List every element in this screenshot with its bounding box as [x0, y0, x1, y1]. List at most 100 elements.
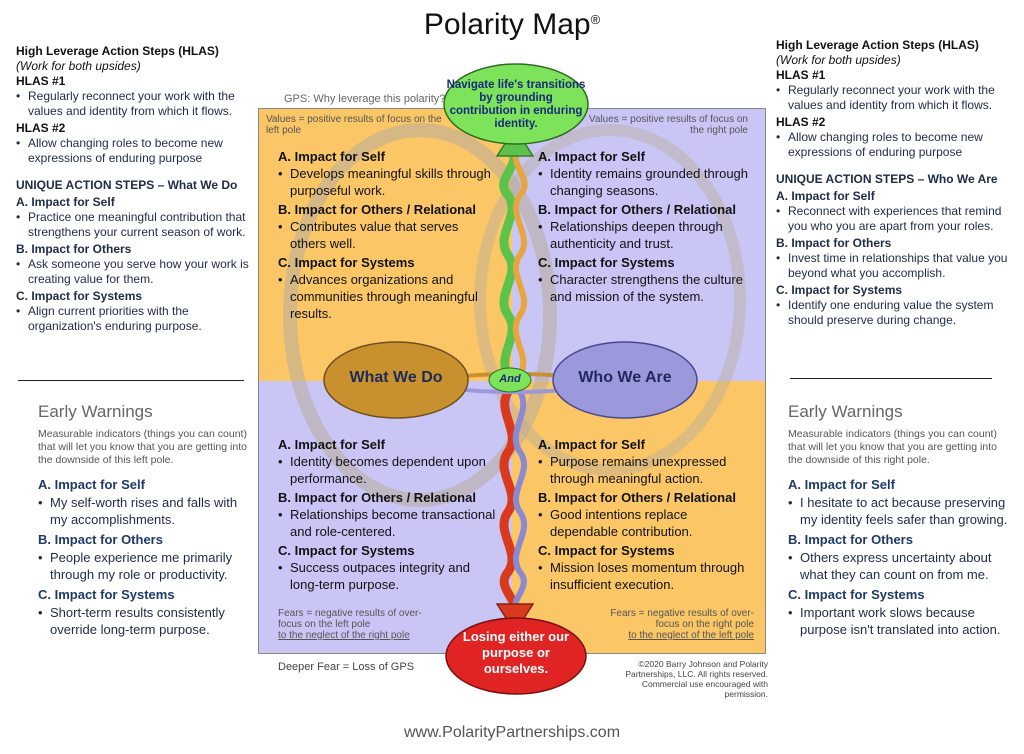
fears-left-neglect: to the neglect of the right pole	[278, 630, 410, 641]
hlas2-item: Allow changing roles to become new expre…	[776, 130, 1016, 160]
br-a-label: A. Impact for Self	[538, 437, 645, 452]
ew-a-label: A. Impact for Self	[38, 477, 145, 492]
early-warnings-title: Early Warnings	[38, 402, 153, 421]
tr-b-item: Relationships deepen through authenticit…	[538, 218, 754, 252]
tl-b-item: Contributes value that serves others wel…	[278, 218, 496, 252]
left-pole-oval	[323, 341, 469, 419]
tr-a-item: Identity remains grounded through changi…	[538, 165, 754, 199]
unique-b-label: B. Impact for Others	[776, 236, 892, 250]
tl-a-item: Develops meaningful skills through purpo…	[278, 165, 496, 199]
hlas1-label: HLAS #1	[16, 74, 66, 88]
unique-c-label: C. Impact for Systems	[776, 283, 903, 297]
hlas1-item: Regularly reconnect your work with the v…	[16, 89, 254, 119]
bl-a-label: A. Impact for Self	[278, 437, 385, 452]
tl-b-label: B. Impact for Others / Relational	[278, 202, 476, 217]
br-a-item: Purpose remains unexpressed through mean…	[538, 453, 754, 487]
deeper-fear-text: Losing either our purpose or ourselves.	[462, 629, 570, 676]
early-warnings-title: Early Warnings	[788, 402, 903, 421]
unique-steps-heading: UNIQUE ACTION STEPS – Who We Are	[776, 172, 998, 186]
downside-left-text: A. Impact for Self Identity becomes depe…	[278, 434, 496, 593]
early-warnings-desc: Measurable indicators (things you can co…	[788, 428, 997, 466]
unique-c-item: Identify one enduring value the system s…	[776, 298, 1016, 328]
ew-b-item: People experience me primarily through m…	[38, 549, 253, 583]
unique-steps-heading: UNIQUE ACTION STEPS – What We Do	[16, 178, 238, 192]
tl-a-label: A. Impact for Self	[278, 149, 385, 164]
bl-b-label: B. Impact for Others / Relational	[278, 490, 476, 505]
fears-right-note: Fears = negative results of over-focus o…	[594, 608, 754, 641]
ew-c-item: Important work slows because purpose isn…	[788, 604, 1008, 638]
ew-a-item: I hesitate to act because preserving my …	[788, 494, 1008, 528]
bl-a-item: Identity becomes dependent upon performa…	[278, 453, 496, 487]
unique-b-item: Ask someone you serve how your work is c…	[16, 257, 254, 287]
gps-oval-text: Navigate life's transitions by grounding…	[446, 79, 586, 130]
upside-left-text: A. Impact for Self Develops meaningful s…	[278, 146, 496, 322]
br-c-label: C. Impact for Systems	[538, 543, 675, 558]
unique-a-label: A. Impact for Self	[776, 189, 875, 203]
br-b-label: B. Impact for Others / Relational	[538, 490, 736, 505]
and-label: And	[499, 373, 521, 385]
early-warnings-left: Early Warnings Measurable indicators (th…	[38, 402, 253, 638]
ew-a-item: My self-worth rises and falls with my ac…	[38, 494, 253, 528]
copyright-note: ©2020 Barry Johnson and Polarity Partner…	[625, 659, 768, 699]
hlas2-label: HLAS #2	[776, 115, 826, 129]
br-b-item: Good intentions replace dependable contr…	[538, 506, 754, 540]
br-c-item: Mission loses momentum through insuffici…	[538, 559, 754, 593]
hlas1-label: HLAS #1	[776, 68, 826, 82]
right-pole-label: Who We Are	[578, 369, 672, 386]
early-warnings-desc: Measurable indicators (things you can co…	[38, 428, 247, 466]
hlas-heading: High Leverage Action Steps (HLAS)	[16, 44, 219, 58]
unique-a-label: A. Impact for Self	[16, 195, 115, 209]
right-pole-oval	[552, 341, 698, 419]
right-divider	[790, 378, 992, 379]
ew-a-label: A. Impact for Self	[788, 477, 895, 492]
unique-c-label: C. Impact for Systems	[16, 289, 143, 303]
left-divider	[18, 380, 244, 381]
fears-left-line: Fears = negative results of over-focus o…	[278, 608, 422, 630]
hlas1-item: Regularly reconnect your work with the v…	[776, 83, 1016, 113]
unique-b-item: Invest time in relationships that value …	[776, 251, 1016, 281]
upside-right-text: A. Impact for Self Identity remains grou…	[538, 146, 754, 305]
page-title: Polarity Map®	[423, 8, 601, 41]
ew-b-label: B. Impact for Others	[38, 532, 163, 547]
ew-c-item: Short-term results consistently override…	[38, 604, 253, 638]
deeper-fear-oval	[445, 617, 587, 695]
unique-b-label: B. Impact for Others	[16, 242, 132, 256]
values-left-note: Values = positive results of focus on th…	[266, 114, 442, 136]
left-pole-label: What We Do	[349, 369, 443, 386]
unique-a-item: Practice one meaningful contribution tha…	[16, 210, 254, 240]
ew-c-label: C. Impact for Systems	[38, 587, 175, 602]
bl-b-item: Relationships become transactional and r…	[278, 506, 496, 540]
gps-label: GPS: Why leverage this polarity?	[284, 93, 446, 105]
unique-a-item: Reconnect with experiences that remind y…	[776, 204, 1016, 234]
bl-c-label: C. Impact for Systems	[278, 543, 415, 558]
tr-c-item: Character strengthens the culture and mi…	[538, 271, 754, 305]
left-action-steps: High Leverage Action Steps (HLAS) (Work …	[16, 44, 254, 336]
downside-right-text: A. Impact for Self Purpose remains unexp…	[538, 434, 754, 593]
tr-c-label: C. Impact for Systems	[538, 255, 675, 270]
registered-mark: ®	[590, 12, 601, 27]
bl-c-item: Success outpaces integrity and long-term…	[278, 559, 496, 593]
ew-b-item: Others express uncertainty about what th…	[788, 549, 1008, 583]
arrow-up-twist	[512, 149, 528, 377]
hlas-subheading: (Work for both upsides)	[776, 53, 901, 67]
ew-b-label: B. Impact for Others	[788, 532, 913, 547]
tr-b-label: B. Impact for Others / Relational	[538, 202, 736, 217]
fears-right-line: Fears = negative results of over-focus o…	[610, 608, 754, 630]
hlas-heading: High Leverage Action Steps (HLAS)	[776, 38, 979, 52]
fears-left-note: Fears = negative results of over-focus o…	[278, 608, 438, 641]
deeper-fear-label: Deeper Fear = Loss of GPS	[278, 661, 415, 673]
arrow-down-twist	[512, 390, 528, 610]
unique-c-item: Align current priorities with the organi…	[16, 304, 254, 334]
tl-c-item: Advances organizations and communities t…	[278, 271, 496, 322]
hlas-subheading: (Work for both upsides)	[16, 59, 141, 73]
early-warnings-right: Early Warnings Measurable indicators (th…	[788, 402, 1008, 638]
hlas2-label: HLAS #2	[16, 121, 66, 135]
gps-oval	[443, 63, 589, 145]
website-link[interactable]: www.PolarityPartnerships.com	[403, 724, 621, 741]
arrow-up-shaft	[499, 149, 519, 378]
tl-c-label: C. Impact for Systems	[278, 255, 415, 270]
and-oval	[488, 367, 532, 393]
right-action-steps: High Leverage Action Steps (HLAS) (Work …	[776, 38, 1016, 330]
values-right-note: Values = positive results of focus on th…	[588, 114, 748, 136]
ew-c-label: C. Impact for Systems	[788, 587, 925, 602]
